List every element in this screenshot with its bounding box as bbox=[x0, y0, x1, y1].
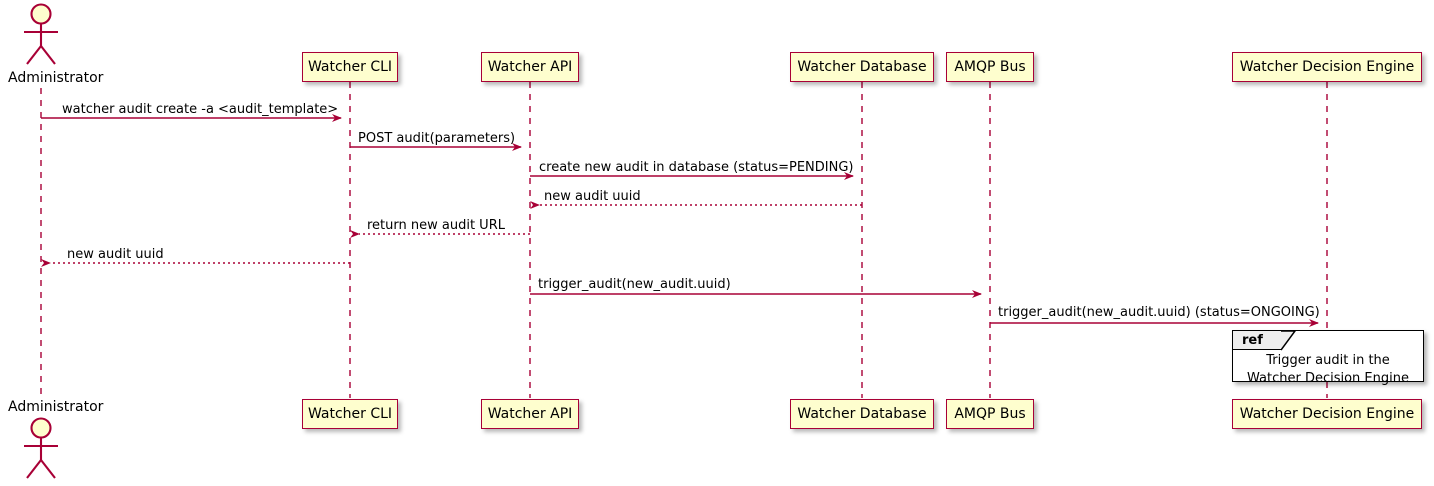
message-label-5: return new audit URL bbox=[367, 218, 505, 233]
ref-body-line-1: Trigger audit in the bbox=[1266, 353, 1390, 368]
message-label-7: trigger_audit(new_audit.uuid) bbox=[538, 277, 731, 292]
message-label-2: POST audit(parameters) bbox=[358, 131, 516, 146]
participant-label: AMQP Bus bbox=[954, 59, 1026, 75]
participant-watcher-database-bottom[interactable]: Watcher Database bbox=[790, 399, 934, 429]
participant-watcher-api-bottom[interactable]: Watcher API bbox=[481, 399, 579, 429]
participant-amqp-bus-bottom[interactable]: AMQP Bus bbox=[946, 399, 1034, 429]
participant-label: Watcher Database bbox=[797, 59, 927, 75]
participant-watcher-decision-engine-top[interactable]: Watcher Decision Engine bbox=[1232, 52, 1422, 82]
message-label-1: watcher audit create -a <audit_template> bbox=[62, 102, 339, 117]
actor-label-administrator-bottom: Administrator bbox=[8, 399, 104, 415]
ref-fragment-keyword: ref bbox=[1233, 331, 1295, 350]
participant-label: Watcher Decision Engine bbox=[1239, 59, 1415, 75]
ref-fragment-body: Trigger audit in the Watcher Decision En… bbox=[1233, 352, 1423, 387]
actor-administrator-bottom bbox=[24, 417, 58, 479]
participant-watcher-cli-bottom[interactable]: Watcher CLI bbox=[302, 399, 398, 429]
ref-keyword-text: ref bbox=[1242, 332, 1263, 348]
participant-label: Watcher CLI bbox=[307, 406, 393, 422]
message-label-8: trigger_audit(new_audit.uuid) (status=ON… bbox=[998, 305, 1320, 320]
participant-watcher-database-top[interactable]: Watcher Database bbox=[790, 52, 934, 82]
lifelines bbox=[40, 82, 1328, 398]
participant-label: Watcher API bbox=[487, 406, 573, 422]
actor-administrator-top bbox=[24, 3, 58, 65]
participant-label: Watcher CLI bbox=[307, 59, 393, 75]
message-label-4: new audit uuid bbox=[544, 189, 641, 204]
actor-label-administrator-top: Administrator bbox=[8, 70, 104, 86]
ref-body-line-2: Watcher Decision Engine bbox=[1247, 370, 1409, 386]
participant-watcher-cli-top[interactable]: Watcher CLI bbox=[302, 52, 398, 82]
message-arrows bbox=[41, 114, 1319, 327]
message-label-3: create new audit in database (status=PEN… bbox=[539, 160, 854, 175]
ref-tab-corner-icon bbox=[1281, 331, 1297, 351]
participant-label: Watcher Database bbox=[797, 406, 927, 422]
participant-watcher-decision-engine-bottom[interactable]: Watcher Decision Engine bbox=[1232, 399, 1422, 429]
message-label-6: new audit uuid bbox=[67, 247, 164, 262]
participant-amqp-bus-top[interactable]: AMQP Bus bbox=[946, 52, 1034, 82]
participant-watcher-api-top[interactable]: Watcher API bbox=[481, 52, 579, 82]
participant-label: Watcher API bbox=[487, 59, 573, 75]
participant-label: AMQP Bus bbox=[954, 406, 1026, 422]
ref-fragment: ref Trigger audit in the Watcher Decisio… bbox=[1232, 330, 1424, 386]
participant-label: Watcher Decision Engine bbox=[1239, 406, 1415, 422]
